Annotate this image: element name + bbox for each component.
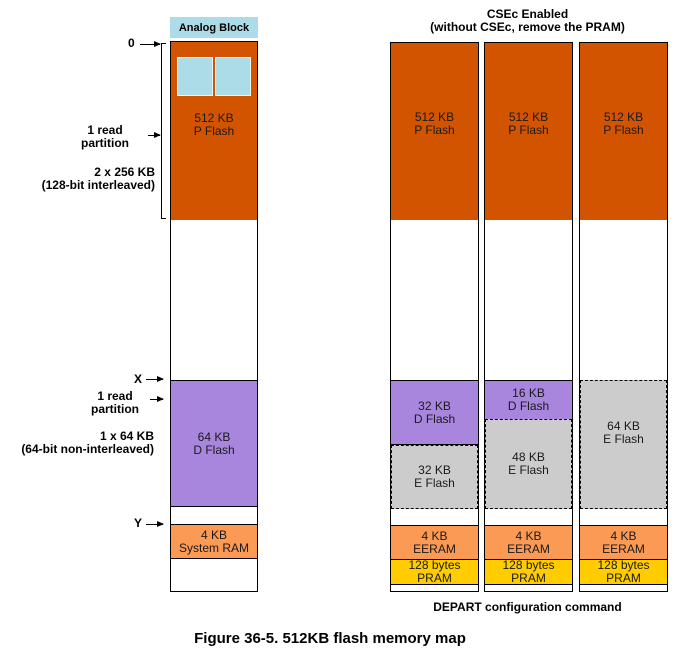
analog-square <box>215 57 251 96</box>
arrow-icon <box>150 396 164 402</box>
address-0-label: 0 <box>128 36 135 50</box>
figure-caption: Figure 36-5. 512KB flash memory map <box>194 630 466 647</box>
arrow-icon <box>146 521 164 527</box>
arrow-icon <box>148 132 161 138</box>
pflash-size-label: 2 x 256 KB (128-bit interleaved) <box>41 165 155 192</box>
depart-caption: DEPART configuration command <box>433 600 622 614</box>
arrow-icon <box>146 376 164 382</box>
analog-square <box>177 57 213 96</box>
address-y-label: Y <box>134 516 143 530</box>
arrow-icon <box>140 41 161 47</box>
address-x-label: X <box>134 372 143 386</box>
pflash-bracket <box>161 43 166 219</box>
pflash-partition-label: 1 read partition <box>81 123 129 150</box>
right-heading: CSEc Enabled (without CSEc, remove the P… <box>430 7 625 34</box>
analog-block: Analog Block <box>170 17 258 38</box>
dflash-size-label: 1 x 64 KB (64-bit non-interleaved) <box>21 429 154 456</box>
dflash-partition-label: 1 read partition <box>91 389 139 416</box>
